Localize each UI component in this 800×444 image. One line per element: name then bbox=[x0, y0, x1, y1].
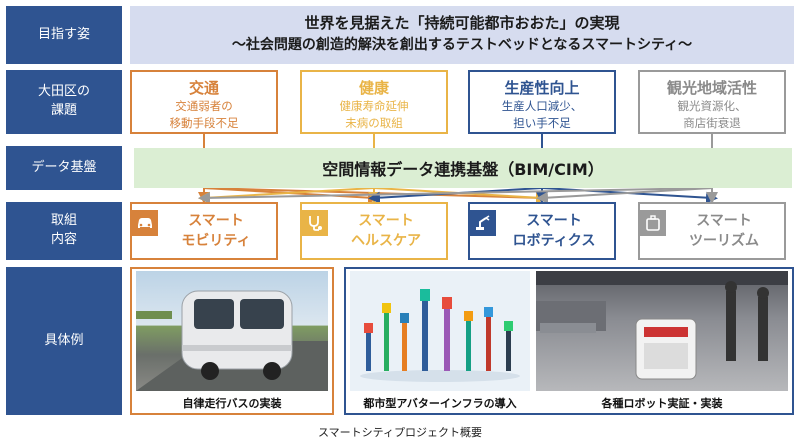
vision-subtitle: ～社会問題の創造的解決を創出するテストベッドとなるスマートシティ～ bbox=[231, 37, 693, 53]
issue-productivity: 生産性向上 生産人口減少、 担い手不足 bbox=[468, 70, 616, 134]
initiative-smart-healthcare: スマート ヘルスケア bbox=[300, 202, 448, 260]
issue-health: 健康 健康寿命延伸 未病の取組 bbox=[300, 70, 448, 134]
initiative-smart-mobility: スマート モビリティ bbox=[130, 202, 278, 260]
example-frame-robotics bbox=[344, 267, 794, 415]
issue-transport: 交通 交通弱者の 移動手段不足 bbox=[130, 70, 278, 134]
data-platform-bar: 空間情報データ連携基盤（BIM/CIM） bbox=[134, 148, 792, 188]
autonomous-bus-photo bbox=[136, 271, 328, 391]
initiative-label: スマート ヘルスケア bbox=[351, 213, 421, 249]
vision-title: 世界を見据えた「持続可能都市おおた」の実現 bbox=[304, 14, 620, 32]
row-label-initiatives: 取組 内容 bbox=[6, 202, 122, 260]
example-frame-mobility bbox=[130, 267, 334, 415]
issue-title: 生産性向上 bbox=[504, 79, 580, 97]
initiative-smart-robotics: スマート ロボティクス bbox=[468, 202, 616, 260]
row-label-issues: 大田区の 課題 bbox=[6, 70, 122, 134]
issue-title: 交通 bbox=[188, 79, 219, 97]
issue-title: 観光地域活性 bbox=[666, 79, 757, 97]
initiative-label: スマート ロボティクス bbox=[512, 213, 596, 249]
issue-title: 健康 bbox=[358, 79, 389, 97]
initiative-label: スマート モビリティ bbox=[181, 213, 251, 249]
stethoscope-icon bbox=[302, 210, 328, 236]
issue-desc: 生産人口減少、 担い手不足 bbox=[501, 99, 583, 130]
robot-arm-icon bbox=[470, 210, 496, 236]
example-caption: 各種ロボット実証・実装 bbox=[601, 397, 723, 410]
issue-desc: 観光資源化、 商店街衰退 bbox=[677, 99, 747, 130]
row-label-examples: 具体例 bbox=[6, 267, 122, 415]
avatar-robots-photo bbox=[350, 271, 530, 391]
example-caption: 自律走行バスの実装 bbox=[182, 397, 282, 410]
issue-desc: 健康寿命延伸 未病の取組 bbox=[339, 99, 409, 130]
cleaning-robot-photo bbox=[536, 271, 788, 391]
row-label-vision: 目指す姿 bbox=[6, 6, 122, 64]
issue-tourism: 観光地域活性 観光資源化、 商店街衰退 bbox=[638, 70, 786, 134]
suitcase-icon bbox=[640, 210, 666, 236]
initiative-smart-tourism: スマート ツーリズム bbox=[638, 202, 786, 260]
car-icon bbox=[132, 210, 158, 236]
row-label-data-platform: データ基盤 bbox=[6, 146, 122, 190]
initiative-label: スマート ツーリズム bbox=[689, 213, 759, 249]
example-caption: 都市型アバターインフラの導入 bbox=[363, 397, 517, 410]
vision-box: 世界を見据えた「持続可能都市おおた」の実現 ～社会問題の創造的解決を創出するテス… bbox=[130, 6, 794, 64]
issue-desc: 交通弱者の 移動手段不足 bbox=[169, 99, 239, 130]
figure-caption: スマートシティプロジェクト概要 bbox=[317, 426, 482, 439]
